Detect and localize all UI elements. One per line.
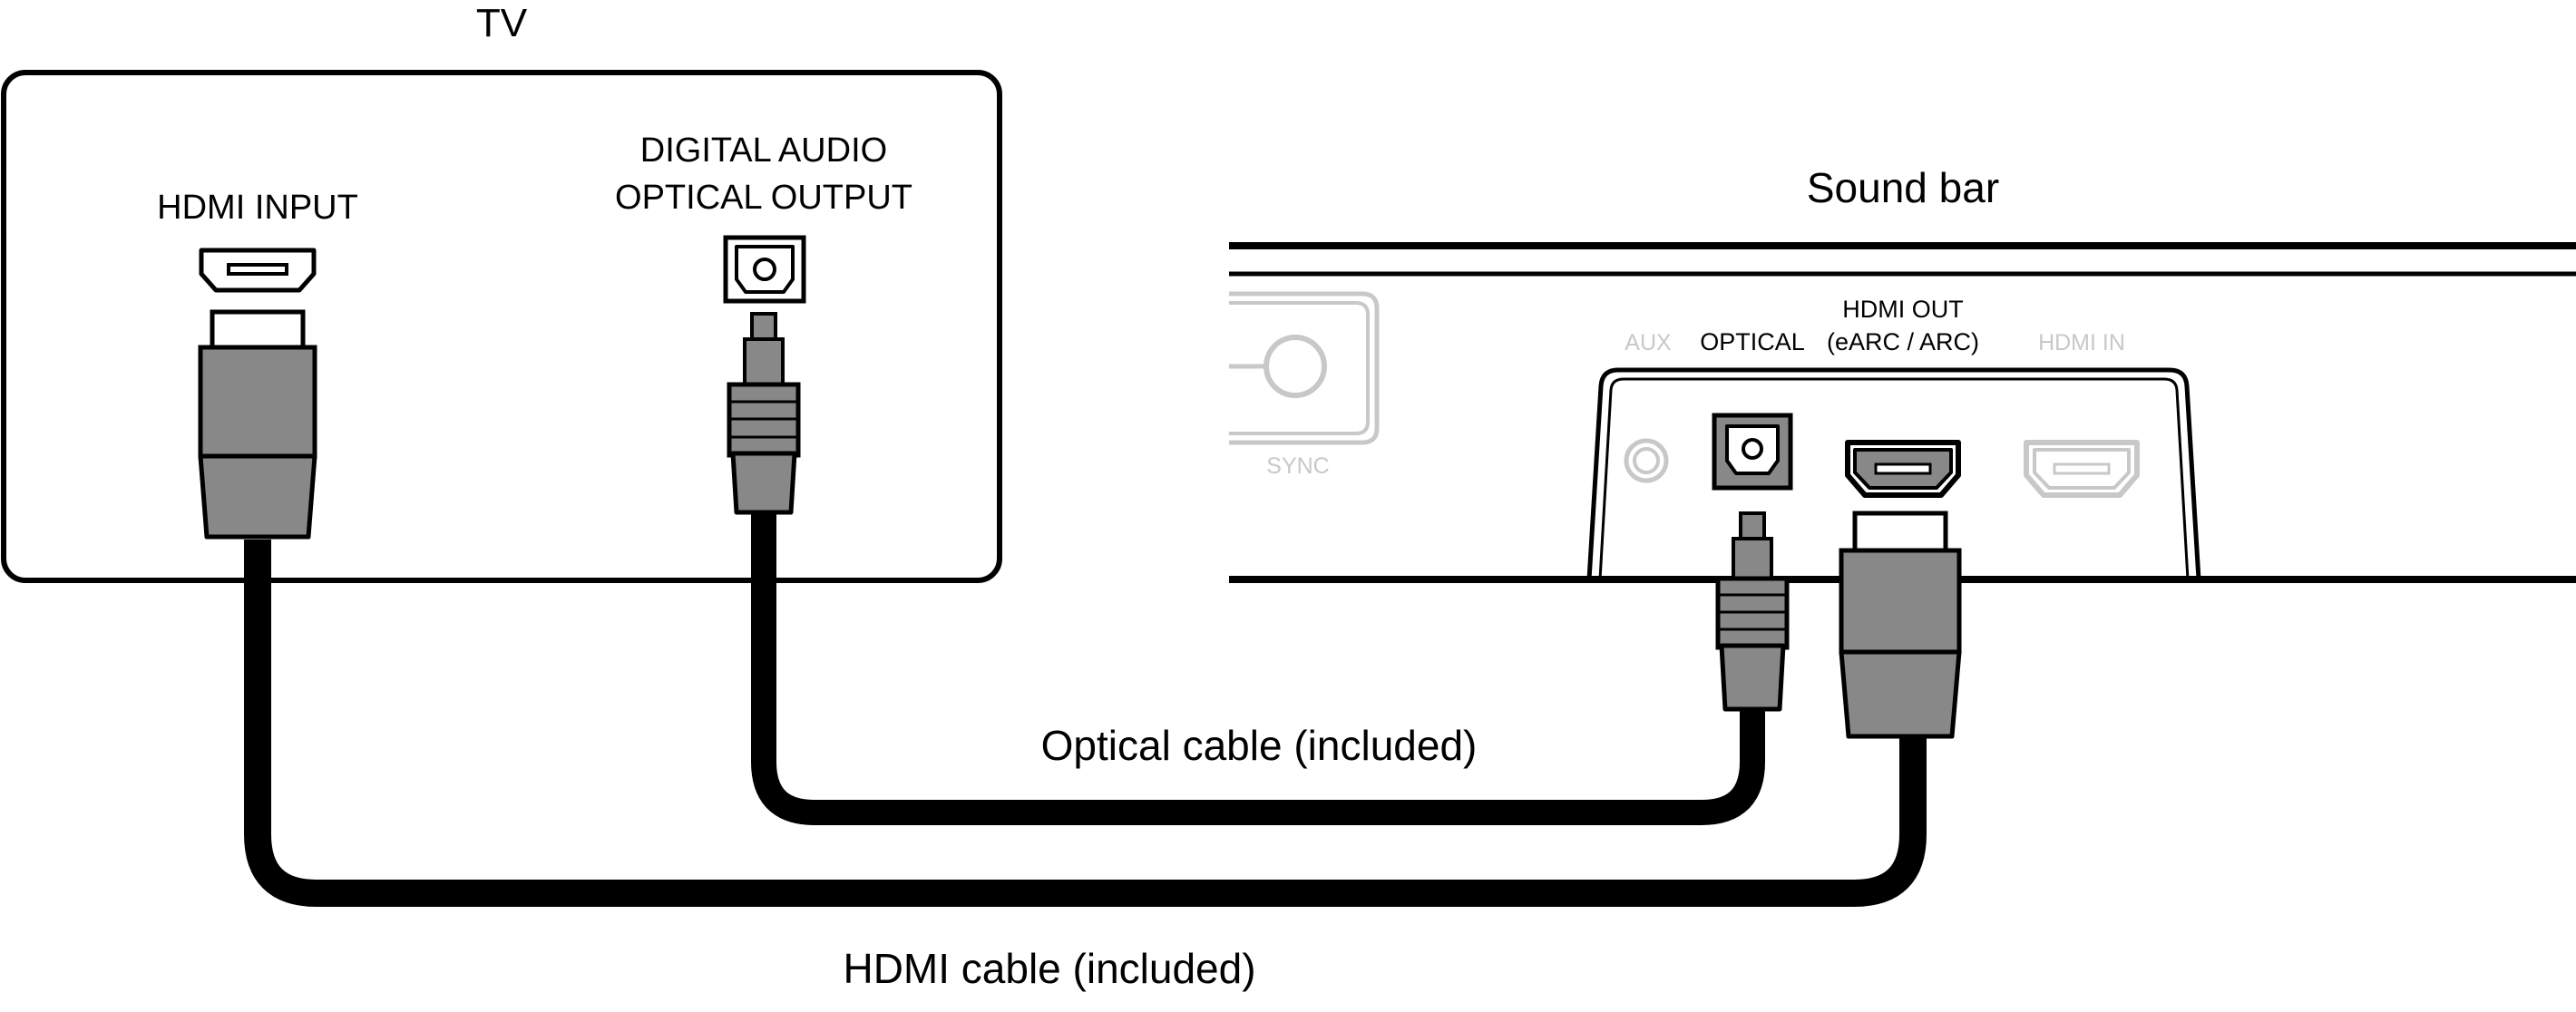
optical-cable-label: Optical cable (included) — [1041, 722, 1478, 769]
tv-title: TV — [476, 1, 528, 45]
hdmi-cable — [244, 540, 1927, 907]
aux-label: AUX — [1625, 330, 1672, 355]
tv-hdmi-plug-icon — [198, 309, 317, 540]
hdmi-cable-label: HDMI cable (included) — [843, 945, 1255, 992]
soundbar-optical-port-icon — [1712, 413, 1793, 491]
tv-hdmi-port-icon — [199, 248, 317, 293]
hdmi-out-port-icon — [1845, 440, 1961, 498]
hdmi-out-label-line2: (eARC / ARC) — [1827, 328, 1979, 355]
soundbar-title: Sound bar — [1807, 164, 1999, 211]
aux-jack-icon — [1624, 438, 1669, 483]
soundbar-hdmi-plug-icon — [1839, 511, 1962, 739]
tv-optical-output-label-line2: OPTICAL OUTPUT — [615, 179, 912, 217]
sync-button-icon — [1229, 291, 1380, 445]
tv-hdmi-input-label: HDMI INPUT — [157, 189, 358, 227]
soundbar-optical-plug-icon — [1715, 511, 1790, 712]
port-panel — [1586, 367, 2201, 580]
optical-cable — [751, 508, 1765, 825]
hdmi-in-port-icon — [2024, 440, 2140, 498]
tv-optical-output-label-line1: DIGITAL AUDIO — [640, 131, 887, 170]
hdmi-in-label: HDMI IN — [2038, 330, 2125, 355]
hdmi-out-label-line1: HDMI OUT — [1842, 296, 1963, 323]
sync-label: SYNC — [1266, 453, 1329, 479]
tv-optical-plug-icon — [727, 312, 801, 515]
tv-optical-port-icon — [723, 235, 806, 304]
optical-port-label: OPTICAL — [1700, 328, 1805, 355]
